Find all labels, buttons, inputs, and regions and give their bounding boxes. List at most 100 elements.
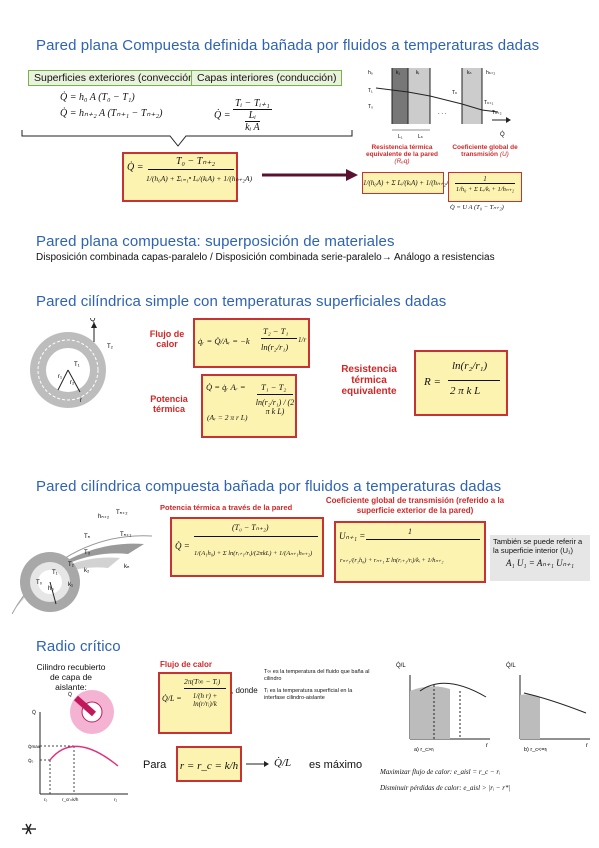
wall-label-T0: T₀ — [368, 104, 373, 110]
plane-global-label: Coeficiente global de transmisión (U) — [450, 144, 520, 158]
power-eq-num: T₁ − T₂ — [261, 382, 287, 392]
critical-note-1: T∞ es la temperatura del fluido que baña… — [264, 669, 370, 682]
comp-global-label: Coeficiente global de transmisión (refer… — [325, 496, 505, 515]
graph-a-xlabel: r — [486, 743, 488, 749]
graph-a-label: a) r_c>rᵢ — [414, 747, 434, 753]
plot-label-r0: r₀ — [44, 797, 47, 802]
rc-arrow-expr: Q̇/L — [274, 757, 292, 769]
wall-label-k1: k₁ — [396, 70, 401, 76]
cyl-label-r2: r₂ — [70, 380, 75, 386]
comp-label-kn: kₙ — [124, 564, 130, 570]
flux-eq-den: ln(r₂/r₁) — [261, 342, 289, 352]
wall-label-kn: kₙ — [467, 70, 472, 76]
coated-cylinder-diagram: Q̇ — [68, 690, 114, 734]
plane-global-label-text: Coeficiente global de transmisión — [452, 144, 518, 158]
comp-global-equation: Uₙ₊₁ = 1 rₙ₊₁/(r₁h₀) + rₙ₊₁ Σ ln(rᵢ₊₁/rᵢ… — [334, 521, 486, 583]
wall-label-T1: T₁ — [368, 88, 373, 94]
flux-eq-num: T₂ − T₁ — [263, 326, 289, 336]
critical-flux-eq-num: 2π(T∞ − Tᵢ) — [184, 677, 221, 686]
comp-label-h0: h₀ — [48, 586, 54, 592]
comp-power-equation: Q̇ = (T₀ − Tₙ₊₂) 1/(A₁h₀) + Σ ln(rᵢ₊₁/rᵢ… — [170, 517, 324, 577]
comp-power-eq-num: (T₀ − Tₙ₊₂) — [232, 523, 269, 532]
flux-equation: q̇ᵣ = Q̇/Aᵣ = −k T₂ − T₁ ln(r₂/r₁) 1/r — [193, 318, 310, 368]
graph-b-label: b) r_c<=rᵢ — [524, 747, 547, 753]
cyl-resistance-eq-num: ln(r₂/r₁) — [452, 360, 488, 372]
comp-note-text: También se puede referir a la superficie… — [493, 537, 583, 555]
plane-global-flow: Q̇ = U A (T₀ − Tₙ₊₂) — [450, 204, 504, 211]
cyl-label-r1: r₁ — [58, 374, 62, 380]
comp-note-box: También se puede referir a la superficie… — [490, 535, 590, 581]
comp-global-eq-den: rₙ₊₁/(r₁h₀) + rₙ₊₁ Σ ln(rᵢ₊₁/rᵢ)/kᵢ + 1/… — [340, 557, 444, 564]
rc-equation: r = r_c = k/h — [176, 746, 242, 782]
comp-global-bar — [366, 539, 480, 540]
power-eq-den: ln(r₂/r₁) / (2 π k L) — [255, 398, 295, 416]
critical-flux-bar — [184, 688, 226, 689]
maximize-text: Maximizar flujo de calor: e_aisl = r_c −… — [380, 768, 501, 776]
critical-flux-eq-den: 1/(h r) + ln(r/rᵢ)/k — [192, 692, 218, 708]
critical-flux-label: Flujo de calor — [160, 660, 213, 669]
rc-arrow-icon — [246, 761, 269, 767]
section-title-cylinder-simple: Pared cilíndrica simple con temperaturas… — [36, 293, 447, 310]
plot-label-r2: r₂ — [114, 797, 117, 802]
comp-label-T0: T₀ — [36, 580, 43, 586]
plane-resistance-eq: 1/(h₀A) + Σ Lᵢ/(kᵢA) + 1/(hₙ₊₂A) — [362, 172, 453, 194]
cyl-label-T2: T₂ — [107, 344, 114, 350]
eq-convection-2: Q̇ = hₙ₊₂ A (Tₙ₊₁ − Tₙ₊₂) — [60, 108, 163, 119]
comp-global-eq-num: 1 — [408, 527, 412, 536]
comp-global-eq-lhs: Uₙ₊₁ = — [339, 531, 366, 541]
wall-label-hn2: hₙ₊₂ — [486, 70, 495, 76]
section-title-critical-radius: Radio crítico — [36, 638, 121, 655]
flux-label: Flujo de calor — [149, 329, 185, 349]
wall-label-Q: Q̇ — [500, 131, 505, 138]
graph-b-xlabel: r — [586, 743, 588, 749]
wall-label-Tn: Tₙ — [452, 90, 457, 96]
page-mark-icon — [22, 823, 36, 835]
wall-label-L1: L₁ — [398, 134, 403, 140]
eq-convection-1: Q̇ = h₀ A (T₀ − T₁) — [60, 92, 135, 103]
conduction-label-box: Capas interiores (conducción) — [191, 70, 343, 86]
wall-label-dots: . . . — [438, 110, 447, 116]
section-title-cylinder-composite: Pared cilíndrica compuesta bañada por fl… — [36, 478, 502, 495]
plot-label-Qmax: Q̇max — [28, 743, 41, 749]
wall-label-Tn2: Tₙ₊₂ — [492, 110, 502, 116]
convection-label-box: Superficies exteriores (convección) — [28, 70, 204, 86]
eq-conduction-den-bot: kᵢ A — [245, 122, 260, 133]
eq-conduction-den-top: Lᵢ — [245, 110, 260, 122]
power-equation: Q̇ = q̇ᵣ Aᵣ = T₁ − T₂ ln(r₂/r₁) / (2 π k… — [201, 374, 297, 438]
max-text: es máximo — [309, 759, 363, 771]
cyl-resistance-label: Resistencia térmica equivalente — [341, 364, 397, 397]
cyl-resistance-eq-lhs: R = — [424, 376, 441, 388]
section-title-plane-composite: Pared plana Compuesta definida bañada po… — [36, 37, 540, 54]
comp-power-label: Potencia térmica a través de la pared — [160, 503, 293, 512]
power-eq-bar — [257, 394, 293, 395]
area-note: (Aᵣ = 2 π r L) — [207, 413, 248, 422]
plane-global-eq: 1 1/h₀ + Σ Lᵢ/kᵢ + 1/hₙ₊₂ — [448, 172, 522, 202]
wall-label-ki: kᵢ — [416, 70, 420, 76]
comp-label-k2: k₂ — [84, 568, 90, 574]
critical-radius-graphs: Q̇/L r a) r_c>rᵢ Q̇/L r b) r_c<=rᵢ — [396, 662, 590, 753]
plot-label-rcr: r_cr=k/h — [62, 797, 79, 802]
power-label: Potencia térmica — [150, 394, 188, 414]
cyl-label-T1: T₁ — [74, 362, 80, 368]
comp-label-hn2: hₙ₊₂ — [98, 514, 110, 520]
main-eq-num: T₀ − Tₙ₊₂ — [176, 156, 216, 167]
section-title-superposition: Pared plana compuesta: superposición de … — [36, 233, 395, 250]
comp-note-eq: A₁ U₁ = Aₙ₊₁ Uₙ₊₁ — [505, 558, 575, 568]
plane-wall-diagram: h₀ k₁ kᵢ kₙ hₙ₊₂ T₁ T₀ Tₙ Tₙ₊₁ Tₙ₊₂ . . … — [368, 68, 511, 140]
plane-global-symbol: (U) — [499, 151, 509, 158]
comp-label-k1: k₁ — [68, 582, 73, 588]
superposition-subtitle: Disposición combinada capas-paralelo / D… — [36, 252, 495, 263]
flux-eq-bar — [261, 338, 297, 339]
plane-global-eq-den: 1/h₀ + Σ Lᵢ/kᵢ + 1/hₙ₊₂ — [455, 186, 515, 193]
cyl-label-Q: Q̇ — [90, 318, 96, 323]
grouping-brace — [21, 130, 353, 147]
graph-a-ylabel: Q̇/L — [396, 662, 406, 669]
main-eq-bar — [148, 169, 234, 170]
critical-radius-plot: Q̇ Q̇max Q̇₀ r₀ r_cr=k/h r₂ — [28, 709, 128, 802]
comp-power-bar — [194, 536, 318, 537]
wall-label-Tn1: Tₙ₊₁ — [484, 100, 494, 106]
comp-label-T1: T₁ — [52, 570, 58, 576]
